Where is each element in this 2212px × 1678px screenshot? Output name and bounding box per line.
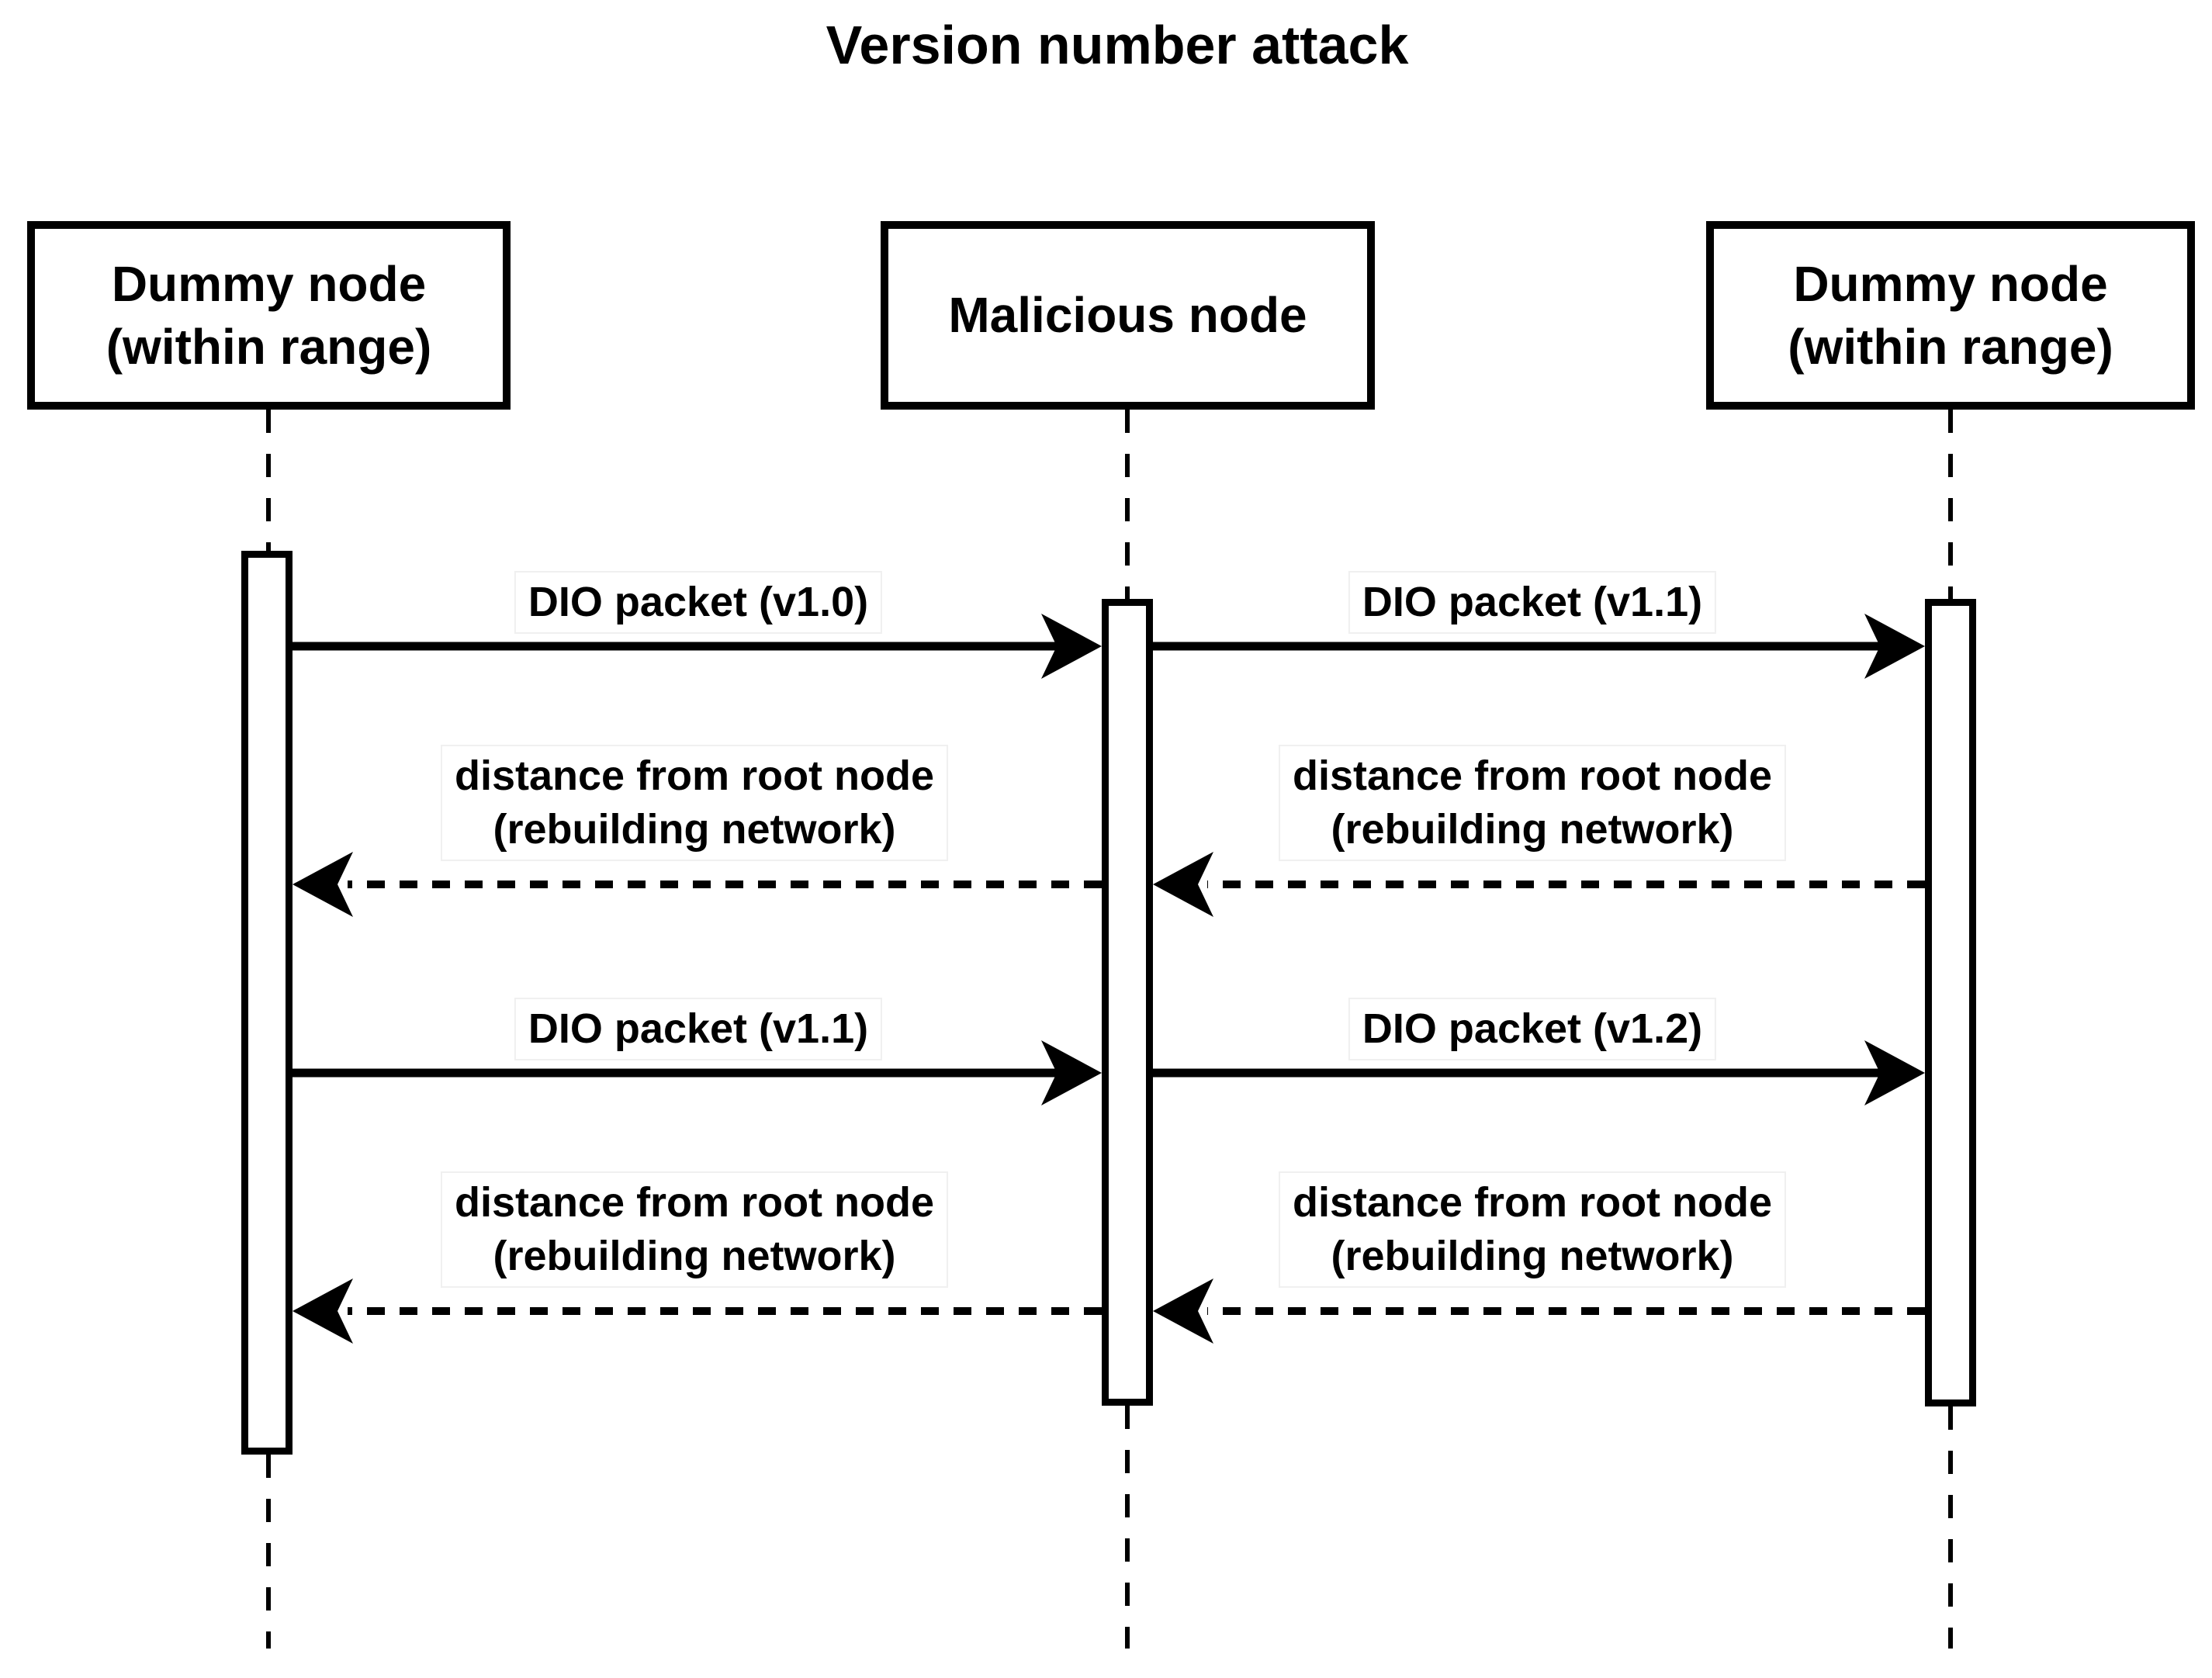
message-label-text: distance from root node	[1292, 1179, 1773, 1226]
message-label-distance-2-left: distance from root node (rebuilding netw…	[440, 1171, 949, 1289]
message-label-text: DIO packet (v1.1)	[1362, 579, 1703, 625]
message-label-text: DIO packet (v1.2)	[1362, 1005, 1703, 1052]
actor-name: Dummy node	[111, 255, 427, 312]
message-label-text: (rebuilding network)	[493, 806, 896, 853]
arrowheads	[293, 614, 1925, 1344]
arrowhead-right-icon	[1041, 614, 1102, 679]
message-label-dio-v10: DIO packet (v1.0)	[514, 571, 883, 635]
activation-bar-dummy-left	[241, 551, 293, 1455]
message-label-text: distance from root node	[454, 753, 935, 799]
message-label-text: (rebuilding network)	[493, 1233, 896, 1280]
actor-box-malicious: Malicious node	[881, 221, 1375, 410]
dashed-return-lines	[348, 881, 1925, 1315]
arrowhead-right-icon	[1041, 1040, 1102, 1105]
arrowhead-right-icon	[1864, 614, 1925, 679]
activation-bar-malicious	[1102, 599, 1153, 1406]
message-label-text: distance from root node	[1292, 753, 1773, 799]
message-label-distance-2-right: distance from root node (rebuilding netw…	[1278, 1171, 1787, 1289]
diagram-title: Version number attack	[826, 15, 1409, 75]
actor-box-dummy-right: Dummy node (within range)	[1706, 221, 2195, 410]
message-label-dio-v12: DIO packet (v1.2)	[1348, 998, 1717, 1061]
actor-box-dummy-left: Dummy node (within range)	[27, 221, 511, 410]
arrowhead-right-icon	[1864, 1040, 1925, 1105]
actor-qualifier: (within range)	[1788, 318, 2113, 375]
actor-qualifier: (within range)	[106, 318, 432, 375]
activation-bar-dummy-right	[1925, 599, 1976, 1406]
message-label-distance-1-right: distance from root node (rebuilding netw…	[1278, 745, 1787, 862]
arrowhead-left-icon	[1153, 852, 1213, 917]
message-label-text: (rebuilding network)	[1331, 806, 1734, 853]
message-label-text: DIO packet (v1.0)	[528, 579, 869, 625]
arrowhead-left-icon	[293, 1278, 353, 1344]
arrowhead-left-icon	[1153, 1278, 1213, 1344]
message-label-dio-v11-left: DIO packet (v1.1)	[514, 998, 883, 1061]
actor-name: Dummy node	[1793, 255, 2108, 312]
arrowhead-left-icon	[293, 852, 353, 917]
message-label-dio-v11-right: DIO packet (v1.1)	[1348, 571, 1717, 635]
message-label-text: (rebuilding network)	[1331, 1233, 1734, 1280]
message-label-distance-1-left: distance from root node (rebuilding netw…	[440, 745, 949, 862]
actor-name: Malicious node	[948, 287, 1307, 344]
solid-message-lines	[293, 642, 1881, 1078]
message-label-text: DIO packet (v1.1)	[528, 1005, 869, 1052]
lifelines	[266, 410, 1953, 1649]
message-label-text: distance from root node	[454, 1179, 935, 1226]
